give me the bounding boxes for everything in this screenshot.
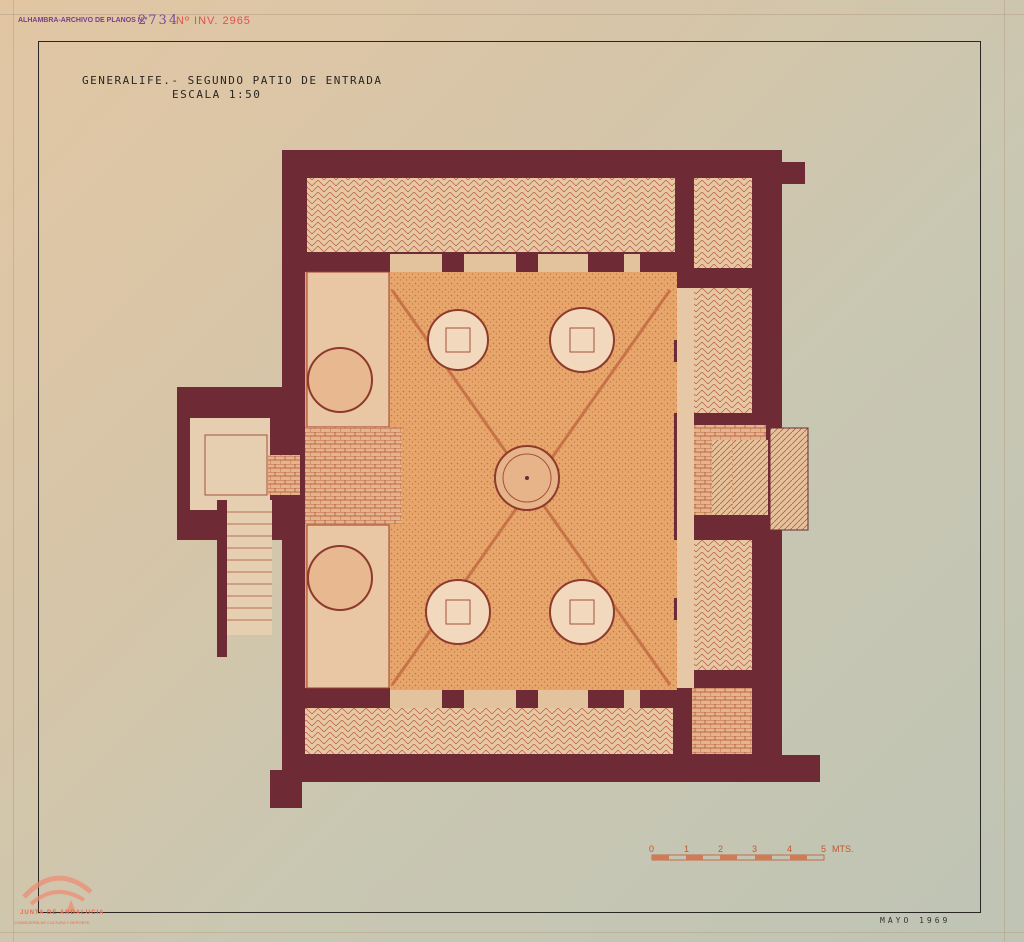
wall-extension-bottom-left	[270, 770, 302, 808]
margin-line-right	[1004, 0, 1005, 942]
right-side-strip	[677, 288, 694, 688]
scale-unit: MTS.	[832, 844, 854, 854]
right-room-4	[692, 688, 752, 754]
margin-line-bottom	[0, 932, 1024, 933]
trees	[425, 307, 615, 645]
wall-extension-bottom-right	[770, 755, 820, 782]
logo-text-junta: JUNTA DE ANDALUCIA	[20, 910, 105, 916]
top-border-strip	[305, 254, 677, 272]
margin-line-top	[0, 14, 1024, 15]
wall-extension-top-right	[760, 162, 805, 184]
stair-wall	[217, 500, 227, 657]
junta-andalucia-logo	[22, 875, 93, 912]
drawing-scale: ESCALA 1:50	[172, 88, 262, 101]
scale-bar	[651, 854, 825, 861]
plano-number: 2734	[138, 13, 180, 28]
inventory-number: Nº INV. 2965	[176, 15, 251, 27]
left-annex-inner	[204, 434, 268, 496]
scale-tick-4: 4	[787, 844, 793, 854]
right-room-2	[694, 288, 752, 413]
drawing-date: MAYO 1969	[880, 916, 951, 925]
bottom-border-strip	[305, 690, 677, 708]
archive-stamp-label: ALHAMBRA-ARCHIVO DE PLANOS N.º	[18, 17, 148, 24]
right-passage-inner	[712, 440, 732, 515]
right-room-1	[694, 178, 752, 268]
drawing-frame	[38, 41, 981, 913]
central-fountain	[494, 445, 560, 511]
drawing-title: GENERALIFE.- SEGUNDO PATIO DE ENTRADA	[82, 74, 383, 87]
scale-tick-1: 1	[684, 844, 690, 854]
left-entrance-paving	[305, 427, 402, 524]
scale-tick-3: 3	[752, 844, 758, 854]
stair	[227, 500, 272, 635]
scale-tick-5: 5	[821, 844, 827, 854]
margin-line-left	[13, 0, 14, 942]
left-door-threshold	[268, 455, 300, 495]
left-annex-room	[190, 418, 270, 510]
scale-tick-0: 0	[649, 844, 655, 854]
scale-tick-2: 2	[718, 844, 724, 854]
top-gallery	[307, 178, 675, 252]
bottom-gallery	[305, 708, 673, 754]
logo-text-consejeria: CONSEJERÍA DE CULTURA Y DEPORTE	[14, 920, 90, 925]
right-annex	[769, 427, 809, 531]
tree-planters	[445, 327, 595, 625]
right-passage-door	[733, 440, 768, 515]
right-room-3	[694, 540, 752, 670]
